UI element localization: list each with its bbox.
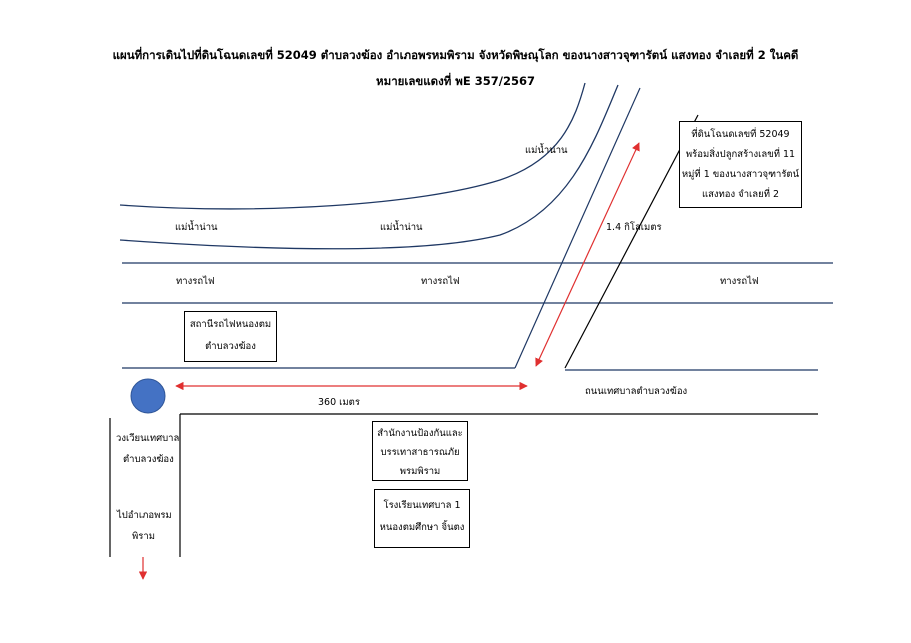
office-line2: บรรเทาสาธารณภัย (380, 447, 460, 458)
school-box: โรงเรียนเทศบาล 1 หนองตมศึกษา จิ้นตง (374, 489, 470, 548)
roundabout-subdistrict: ตำบลวงฆ้อง (123, 454, 174, 465)
office-line1: สำนักงานป้องกันและ (377, 428, 463, 439)
office-line3: พรมพิราม (399, 466, 441, 477)
river-label-left: แม่น้ำน่าน (175, 222, 218, 233)
roundabout-circle (130, 378, 166, 414)
school-line2: หนองตมศึกษา จิ้นตง (379, 522, 465, 533)
railway-label-mid: ทางรถไฟ (421, 276, 460, 287)
disaster-office-box: สำนักงานป้องกันและ บรรเทาสาธารณภัย พรมพิ… (372, 421, 468, 481)
map-title-line1: แผนที่การเดินไปที่ดินโฉนดเลขที่ 52049 ตำ… (112, 48, 799, 62)
river-label-top: แม่น้ำน่าน (525, 145, 568, 156)
roundabout-label: วงเวียนเทศบาล (116, 433, 180, 444)
land-parcel-box: ที่ดินโฉนดเลขที่ 52049 พร้อมสิ่งปลูกสร้า… (679, 121, 802, 208)
diagonal-distance-label: 1.4 กิโลเมตร (606, 222, 662, 233)
land-village-owner: หมู่ที่ 1 ของนางสาวจุฑารัตน์ (681, 169, 800, 180)
road-label: ถนนเทศบาลตำบลวงฆ้อง (585, 386, 688, 397)
land-building-number: พร้อมสิ่งปลูกสร้างเลขที่ 11 (685, 149, 796, 160)
to-district-label-2: พิราม (132, 531, 155, 542)
railway-label-left: ทางรถไฟ (176, 276, 215, 287)
railway-station-box: สถานีรถไฟหนองตม ตำบลวงฆ้อง (184, 311, 277, 362)
station-name: สถานีรถไฟหนองตม (189, 319, 272, 330)
map-title-line2: หมายเลขแดงที่ พE 357/2567 (376, 74, 535, 88)
school-line1: โรงเรียนเทศบาล 1 (383, 500, 461, 511)
diagonal-distance-arrow (535, 142, 640, 367)
horizontal-distance-label: 360 เมตร (318, 397, 360, 408)
railway-label-right: ทางรถไฟ (720, 276, 759, 287)
river-label-mid: แม่น้ำน่าน (380, 222, 423, 233)
river-bank-upper (119, 82, 586, 210)
station-subdistrict: ตำบลวงฆ้อง (205, 341, 256, 352)
land-deed-number: ที่ดินโฉนดเลขที่ 52049 (691, 129, 790, 140)
to-district-label: ไปอำเภอพรม (117, 510, 172, 521)
land-owner-defendant: แสงทอง จำเลยที่ 2 (701, 189, 780, 200)
